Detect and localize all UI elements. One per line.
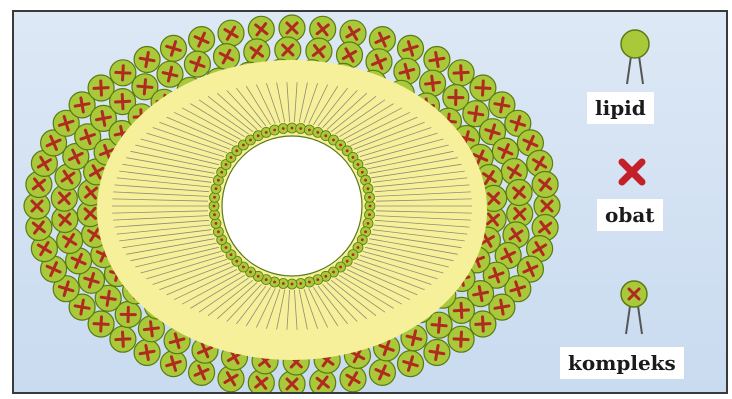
complex-head (424, 47, 450, 73)
inner-drug-dot (367, 187, 370, 190)
complex-head (248, 16, 274, 42)
inner-drug-dot (213, 213, 216, 216)
inner-drug-dot (220, 238, 223, 241)
inner-drug-dot (273, 281, 276, 284)
inner-drug-dot (352, 156, 355, 159)
inner-drug-dot (249, 139, 252, 142)
inner-drug-dot (308, 129, 311, 132)
complex-head (398, 351, 424, 377)
inner-drug-dot (225, 246, 228, 249)
legend-label-lipid: lipid (587, 92, 654, 124)
inner-drug-dot (364, 179, 367, 182)
inner-drug-dot (361, 238, 364, 241)
inner-drug-dot (230, 156, 233, 159)
complex-head (448, 326, 474, 352)
complex-head (161, 351, 187, 377)
inner-drug-dot (346, 260, 349, 263)
inner-drug-dot (299, 282, 302, 285)
diagram-frame: lipid obat kompleks (12, 10, 728, 394)
complex-head (398, 35, 424, 61)
inner-drug-dot (257, 275, 260, 278)
inner-drug-dot (364, 230, 367, 233)
inner-drug-dot (273, 129, 276, 132)
inner-drug-dot (316, 131, 319, 134)
inner-drug-dot (291, 283, 294, 286)
inner-drug-dot (249, 271, 252, 274)
complex-head (506, 180, 532, 206)
inner-drug-dot (220, 171, 223, 174)
complex-head (340, 366, 366, 392)
complex-head (448, 60, 474, 86)
inner-drug-dot (235, 260, 238, 263)
inner-drug-dot (230, 253, 233, 256)
inner-drug-dot (368, 196, 371, 199)
inner-drug-dot (215, 187, 218, 190)
inner-drug-dot (332, 271, 335, 274)
inner-drug-dot (308, 281, 311, 284)
inner-drug-dot (265, 131, 268, 134)
inner-drug-dot (282, 127, 285, 130)
legend-label-complex: kompleks (560, 347, 684, 379)
inner-drug-dot (361, 171, 364, 174)
inner-drug-dot (242, 144, 245, 147)
inner-drug-dot (368, 213, 371, 216)
inner-drug-dot (225, 163, 228, 166)
liposome (24, 15, 560, 392)
inner-drug-dot (282, 282, 285, 285)
inner-drug-dot (352, 253, 355, 256)
inner-drug-dot (217, 179, 220, 182)
inner-drug-dot (213, 196, 216, 199)
complex-head (110, 60, 136, 86)
inner-drug-dot (339, 266, 342, 269)
inner-drug-dot (242, 266, 245, 269)
inner-drug-dot (213, 205, 216, 208)
complex-head (184, 51, 210, 77)
complex-head (424, 340, 450, 366)
inner-drug-dot (235, 149, 238, 152)
inner-drug-dot (291, 127, 294, 130)
inner-drug-dot (257, 134, 260, 137)
inner-drug-dot (299, 127, 302, 130)
complex-head (244, 39, 270, 65)
complex-head (134, 47, 160, 73)
inner-drug-dot (265, 278, 268, 281)
inner-drug-dot (217, 230, 220, 233)
inner-drug-dot (316, 278, 319, 281)
drug-x-icon (622, 162, 642, 182)
inner-drug-dot (357, 246, 360, 249)
complex-head (134, 340, 160, 366)
aqueous-core (222, 136, 362, 276)
complex-molecule-icon (621, 281, 647, 334)
inner-drug-dot (324, 134, 327, 137)
complex-head (189, 27, 215, 53)
complex-head (161, 35, 187, 61)
inner-drug-dot (369, 205, 372, 208)
complex-head (369, 359, 395, 385)
inner-drug-dot (339, 144, 342, 147)
inner-drug-dot (324, 275, 327, 278)
inner-drug-dot (215, 222, 218, 225)
complex-head (110, 326, 136, 352)
complex-head (310, 370, 336, 392)
lipid-molecule-icon (621, 30, 649, 84)
inner-drug-dot (332, 139, 335, 142)
inner-drug-dot (367, 222, 370, 225)
inner-drug-dot (357, 163, 360, 166)
complex-head (532, 172, 558, 198)
complex-head (420, 70, 446, 96)
complex-head (214, 44, 240, 70)
legend-label-drug: obat (597, 199, 663, 231)
inner-drug-dot (346, 149, 349, 152)
complex-head (218, 20, 244, 46)
